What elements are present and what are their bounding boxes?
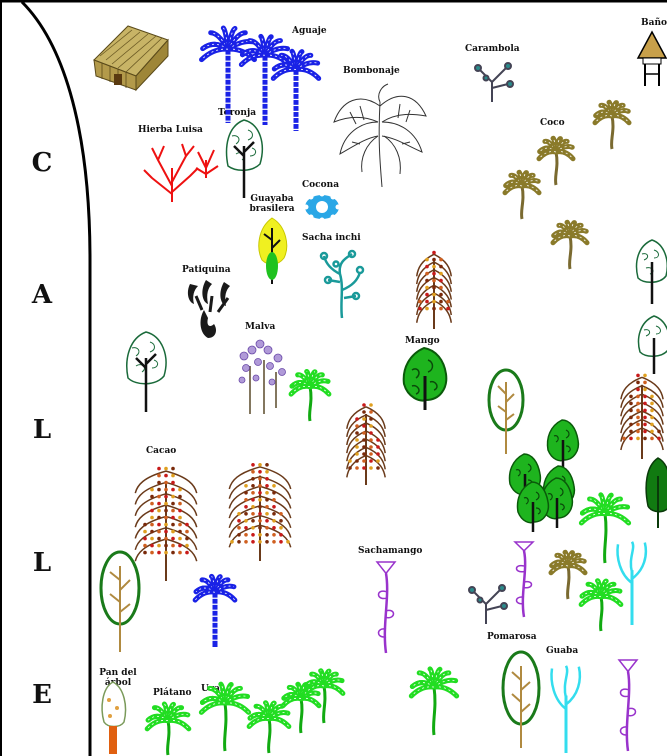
- carambola-tree-icon-2: [466, 576, 510, 626]
- cacao-tree-icon-4: [416, 244, 452, 330]
- label-platano: Plátano: [153, 688, 192, 698]
- label-aguaje: Aguaje: [292, 26, 327, 36]
- cacao-tree-icon-2: [228, 454, 292, 562]
- patiquina-plant-icon: [184, 276, 240, 342]
- label-coco: Coco: [540, 118, 565, 128]
- label-cacao: Cacao: [146, 446, 176, 456]
- thatched-hut-icon: [88, 22, 174, 92]
- toronja-tree-icon-3: [632, 236, 667, 306]
- label-mango: Mango: [405, 336, 440, 346]
- sachamango-tree-icon-2: [510, 538, 538, 618]
- street-letter-a: A: [27, 280, 57, 310]
- guayaba-tree-icon: [252, 214, 292, 286]
- pomarosa-tree-icon-3: [500, 646, 542, 750]
- coco-palm-icon-4: [552, 220, 588, 270]
- coco-palm-icon-1: [594, 100, 630, 150]
- cocona-plant-icon: [302, 192, 342, 222]
- dark-green-tree-icon: [642, 456, 667, 530]
- street-letter-l1: L: [27, 415, 57, 445]
- cacao-tree-icon-3: [346, 396, 386, 486]
- cacao-tree-icon-5: [620, 366, 664, 460]
- label-pomarosa: Pomarosa: [487, 632, 537, 642]
- label-malva: Malva: [245, 322, 275, 332]
- toronja-tree-icon: [222, 116, 266, 200]
- aguaje-palm-icon-3: [272, 40, 320, 132]
- label-carambola: Carambola: [465, 44, 520, 54]
- mango-tree-icon-6: [514, 480, 552, 534]
- label-sacha-inchi: Sacha inchi: [302, 233, 361, 243]
- pomarosa-tree-icon: [486, 364, 526, 456]
- street-letter-c: C: [27, 148, 57, 178]
- sacha-inchi-plant-icon: [318, 246, 364, 320]
- platano-palm-icon-6: [304, 668, 344, 724]
- label-patiquina: Patiquina: [182, 265, 231, 275]
- platano-palm-icon-1: [290, 370, 330, 422]
- small-hut-icon: [637, 30, 667, 88]
- label-sachamango: Sachamango: [358, 546, 422, 556]
- guaba-tree-icon-2: [612, 540, 652, 626]
- street-curb-line: [22, 2, 90, 756]
- toronja-tree-icon-2: [122, 328, 170, 414]
- label-bombonaje: Bombonaje: [343, 66, 400, 76]
- label-banos: Baño: [641, 18, 667, 28]
- guaba-tree-icon-1: [546, 664, 586, 754]
- hierba-luisa-plant-icon: [142, 138, 222, 204]
- bombonaje-plant-icon: [330, 82, 430, 192]
- platano-palm-icon-2: [146, 704, 190, 756]
- label-guaba: Guaba: [546, 646, 578, 656]
- mango-tree-icon: [400, 346, 450, 412]
- platano-palm-icon-3: [200, 680, 250, 752]
- label-hierba-luisa: Hierba Luisa: [138, 125, 203, 135]
- pan-del-arbol-tree-icon: [98, 678, 128, 756]
- carambola-tree-icon: [472, 54, 516, 104]
- sachamango-tree-icon-1: [370, 558, 402, 654]
- coco-palm-icon-2: [538, 136, 574, 186]
- street-letter-l2: L: [27, 548, 57, 578]
- street-letter-e: E: [27, 680, 57, 710]
- coco-palm-icon-3: [504, 170, 540, 220]
- sachamango-tree-icon-3: [614, 656, 642, 752]
- platano-palm-icon-7: [410, 664, 458, 736]
- cacao-tree-icon-1: [134, 456, 198, 582]
- malva-plant-icon: [234, 336, 290, 416]
- aguaje-palm-icon-4: [194, 566, 236, 648]
